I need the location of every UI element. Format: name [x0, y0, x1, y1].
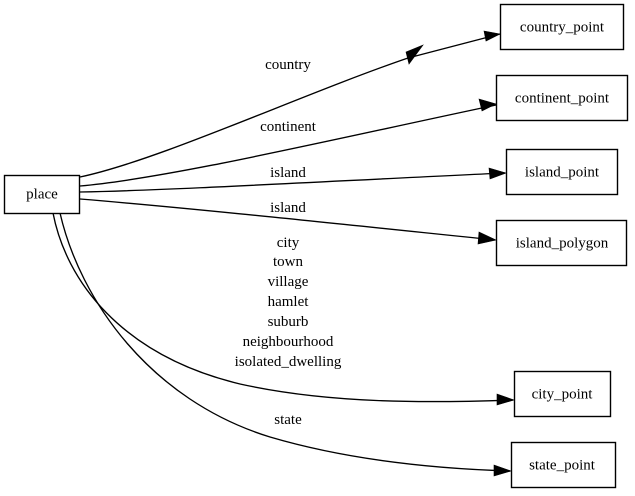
node-country_point[interactable]: country_point: [499, 3, 625, 51]
node-island_polygon-box: [495, 219, 628, 267]
node-island_polygon[interactable]: island_polygon: [495, 219, 628, 267]
edge-label-city-line-2: village: [268, 274, 309, 290]
node-continent_point[interactable]: continent_point: [495, 74, 629, 122]
node-island_polygon-label: island_polygon: [516, 235, 609, 251]
node-island_point-label: island_point: [525, 164, 600, 180]
node-place-label: place: [26, 186, 58, 202]
edge-line-island-point: [79, 172, 506, 193]
edge-label-continent: continent: [260, 119, 317, 135]
arrowhead-continent: [478, 98, 497, 112]
arrowhead-country-tip: [483, 30, 501, 42]
edge-place-to-island_polygon[interactable]: [79, 198, 497, 245]
node-place-box: [3, 174, 81, 215]
node-state_point[interactable]: state_point: [510, 441, 617, 489]
node-continent_point-box: [495, 74, 629, 122]
arrowhead-island-point: [488, 167, 507, 180]
node-country_point-box: [499, 3, 625, 51]
arrowhead-island-polygon: [477, 231, 497, 245]
edge-line-city: [52, 212, 514, 403]
edge-label-country: country: [265, 57, 311, 73]
arrowhead-country: [405, 44, 424, 65]
edge-place-to-city_point[interactable]: [52, 212, 515, 406]
arrowhead-state: [493, 464, 512, 477]
node-island_point-box: [505, 148, 619, 196]
edge-label-island-point: island: [270, 165, 306, 181]
edge-label-city-line-1: town: [273, 254, 304, 270]
edge-label-city-group: city town village hamlet suburb neighbou…: [235, 235, 342, 370]
edge-label-city-line-4: suburb: [268, 314, 309, 330]
edge-label-island-polygon: island: [270, 200, 306, 216]
node-island_point[interactable]: island_point: [505, 148, 619, 196]
edge-line-continent: [79, 104, 497, 187]
node-state_point-label: state_point: [529, 457, 596, 473]
arrow-tip-country: [407, 33, 501, 59]
edge-place-to-island_point[interactable]: [79, 167, 507, 193]
node-country_point-label: country_point: [520, 19, 605, 35]
node-city_point-box: [513, 370, 612, 418]
edge-place-to-state_point[interactable]: [59, 212, 512, 477]
node-place[interactable]: place: [3, 174, 81, 215]
arrowhead-city: [496, 393, 515, 406]
edge-line-country: [79, 57, 409, 178]
edge-place-to-country_point[interactable]: [79, 30, 501, 178]
edge-place-to-continent_point[interactable]: [79, 98, 497, 187]
edge-label-state: state: [274, 412, 302, 428]
edge-label-city-line-3: hamlet: [268, 294, 310, 310]
edge-line-island-polygon: [79, 198, 496, 241]
edge-label-city-line-0: city: [277, 235, 300, 251]
edge-label-city-line-6: isolated_dwelling: [235, 354, 342, 370]
node-state_point-box: [510, 441, 617, 489]
edge-label-city-line-5: neighbourhood: [243, 334, 334, 350]
node-city_point-label: city_point: [532, 386, 594, 402]
edge-line-state: [59, 212, 511, 472]
node-continent_point-label: continent_point: [515, 90, 610, 106]
node-city_point[interactable]: city_point: [513, 370, 612, 418]
